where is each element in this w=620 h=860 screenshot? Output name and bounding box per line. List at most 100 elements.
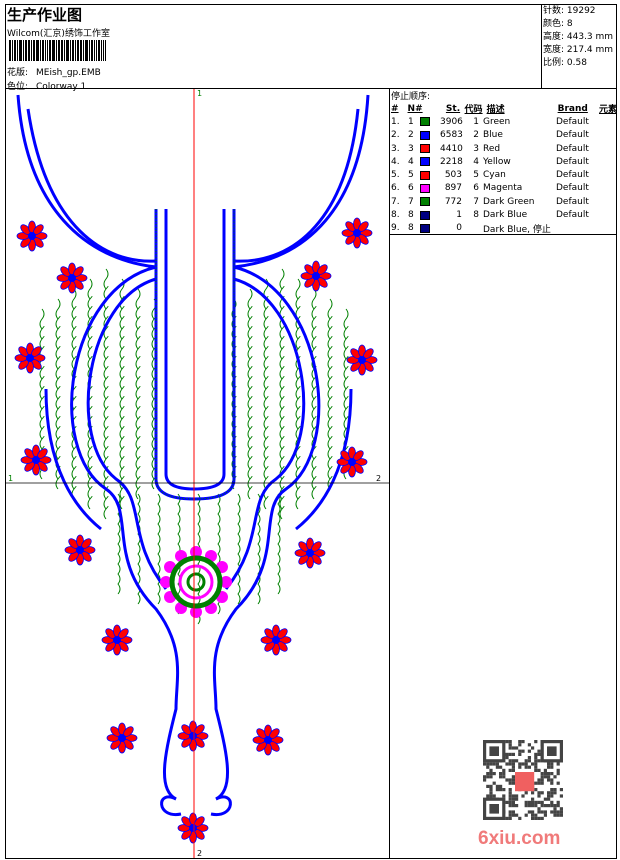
brand: Default	[556, 143, 589, 154]
satin-outline	[210, 795, 232, 816]
qr-module	[540, 791, 544, 795]
qr-module	[547, 772, 551, 776]
barcode-bar	[25, 40, 27, 61]
fill-stitch	[135, 288, 141, 500]
satin-outline	[233, 94, 370, 269]
barcode-bar	[91, 40, 93, 61]
medallion-ring	[169, 555, 223, 609]
brand: Default	[556, 156, 589, 167]
fill-stitch	[119, 278, 125, 510]
barcode-bar	[103, 40, 104, 61]
qr-module	[527, 756, 531, 760]
color-swatch	[420, 144, 430, 154]
col-header: 代码	[464, 105, 483, 116]
qr-module	[543, 797, 547, 801]
stitch-count: 4410	[440, 143, 463, 154]
qr-module	[508, 800, 512, 804]
barcode-bar	[77, 40, 79, 61]
flower-center	[312, 272, 320, 280]
barcode-bar	[52, 40, 55, 61]
qr-module	[518, 816, 522, 820]
color-description: Dark Green	[483, 196, 535, 207]
flower-center	[26, 354, 34, 362]
qr-module	[550, 791, 554, 795]
qr-module	[511, 797, 515, 801]
divider	[5, 88, 617, 89]
fill-stitch	[71, 288, 77, 500]
qr-module	[502, 794, 506, 798]
stitch-count: 6583	[440, 130, 463, 141]
row-index: 3.	[391, 143, 400, 154]
qr-module	[486, 794, 490, 798]
qr-module	[508, 746, 512, 750]
qr-module	[553, 788, 557, 792]
qr-module	[550, 781, 554, 785]
qr-module	[537, 752, 541, 756]
qr-module	[534, 765, 538, 769]
row-index: 4.	[391, 156, 400, 167]
qr-module	[508, 791, 512, 795]
design-width: 宽度: 217.4 mm	[543, 45, 614, 55]
qr-module	[505, 778, 509, 782]
qr-module	[508, 762, 512, 766]
qr-module	[550, 772, 554, 776]
qr-module	[489, 788, 493, 792]
qr-module	[511, 778, 515, 782]
qr-module	[524, 800, 528, 804]
qr-module	[537, 800, 541, 804]
barcode-bar	[47, 40, 48, 61]
fill-stitch	[39, 308, 45, 480]
design-info: 针数: 19292 颜色: 8 高度: 443.3 mm 宽度: 217.4 m…	[541, 4, 617, 88]
table-header: # N# St. 代码 描述 Brand 元素	[391, 102, 617, 116]
qr-module	[499, 772, 503, 776]
qr-module	[515, 804, 519, 808]
barcode-bar	[42, 40, 44, 61]
flower-center	[32, 456, 40, 464]
qr-finder	[489, 804, 499, 814]
stitch-count: 772	[444, 196, 462, 207]
fill-stitch	[343, 308, 349, 480]
qr-module	[534, 800, 538, 804]
barcode-bar	[101, 40, 102, 61]
qr-module	[518, 749, 522, 753]
qr-module	[531, 800, 535, 804]
design-height: 高度: 443.3 mm	[543, 32, 614, 42]
file-value: MEish_gp.EMB	[36, 68, 101, 78]
flower-center	[353, 229, 361, 237]
stop-sequence-title: 停止顺序:	[391, 92, 431, 102]
file-line: 花版:MEish_gp.EMB	[7, 65, 101, 78]
qr-module	[534, 804, 538, 808]
satin-outline	[224, 277, 306, 590]
qr-module	[521, 794, 525, 798]
qr-module	[534, 740, 538, 744]
qr-module	[521, 740, 525, 744]
qr-module	[556, 768, 560, 772]
qr-module	[540, 816, 544, 820]
qr-module	[502, 775, 506, 779]
qr-module	[550, 810, 554, 814]
qr-module	[534, 759, 538, 763]
qr-finder	[547, 746, 557, 756]
qr-module	[559, 788, 563, 792]
qr-module	[495, 788, 499, 792]
qr-module	[511, 804, 515, 808]
fill-stitch	[55, 298, 61, 490]
qr-module	[486, 775, 490, 779]
qr-module	[547, 765, 551, 769]
qr-module	[540, 800, 544, 804]
satin-outline	[295, 388, 353, 531]
qr-module	[527, 759, 531, 763]
qr-module	[492, 762, 496, 766]
qr-module	[534, 768, 538, 772]
qr-module	[527, 765, 531, 769]
qr-module	[527, 804, 531, 808]
qr-module	[518, 765, 522, 769]
qr-module	[492, 772, 496, 776]
col-header: #	[391, 103, 399, 114]
swatch-cell	[420, 223, 440, 233]
qr-module	[531, 746, 535, 750]
stitch-count: 503	[444, 170, 462, 181]
